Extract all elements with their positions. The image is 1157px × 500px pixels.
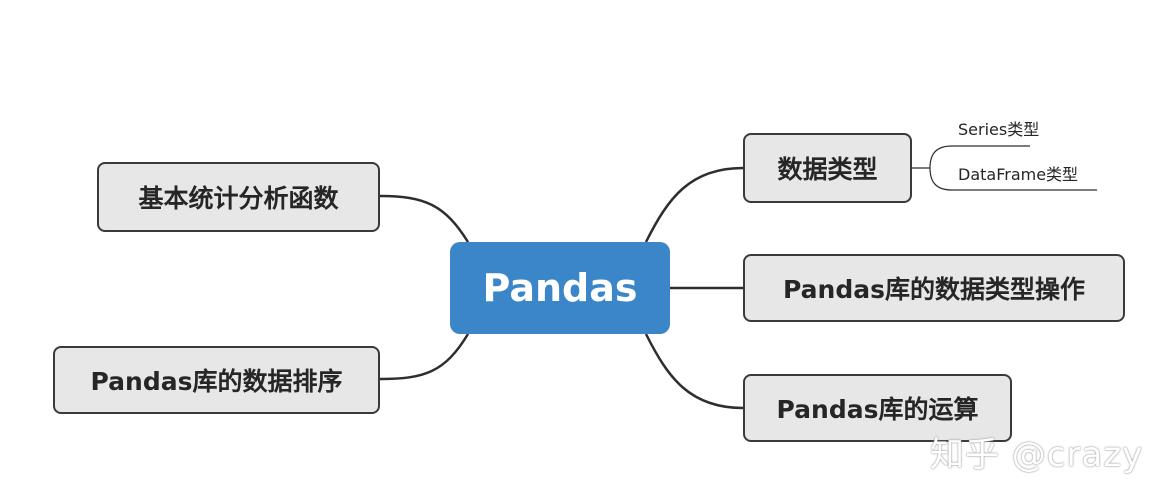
- topic-operations[interactable]: Pandas库的运算: [743, 374, 1012, 442]
- connector-root-to-sorting: [379, 333, 470, 381]
- connector-root-to-data-types: [644, 166, 744, 243]
- topic-data-types[interactable]: 数据类型: [743, 133, 912, 203]
- root-node-label: Pandas: [482, 266, 638, 310]
- topic-sorting[interactable]: Pandas库的数据排序: [53, 346, 380, 414]
- connector-data-types-to-series: [929, 145, 1030, 169]
- connector-root-to-basic-stats: [379, 194, 470, 243]
- topic-type-operations-label: Pandas库的数据类型操作: [783, 275, 1085, 304]
- topic-operations-label: Pandas库的运算: [776, 395, 979, 424]
- topic-basic-stats[interactable]: 基本统计分析函数: [97, 162, 380, 232]
- watermark: 知乎 @crazy: [930, 435, 1144, 475]
- subtopic-series-type[interactable]: Series类型: [958, 120, 1040, 139]
- connector-root-to-operations: [644, 333, 744, 410]
- topic-data-types-label: 数据类型: [777, 155, 878, 184]
- root-node[interactable]: Pandas: [450, 242, 670, 334]
- topic-type-operations[interactable]: Pandas库的数据类型操作: [743, 254, 1125, 322]
- subtopic-dataframe-type[interactable]: DataFrame类型: [958, 165, 1079, 184]
- connector-data-types-to-dataframe: [929, 167, 1097, 191]
- topic-sorting-label: Pandas库的数据排序: [90, 367, 343, 396]
- topic-basic-stats-label: 基本统计分析函数: [138, 184, 339, 213]
